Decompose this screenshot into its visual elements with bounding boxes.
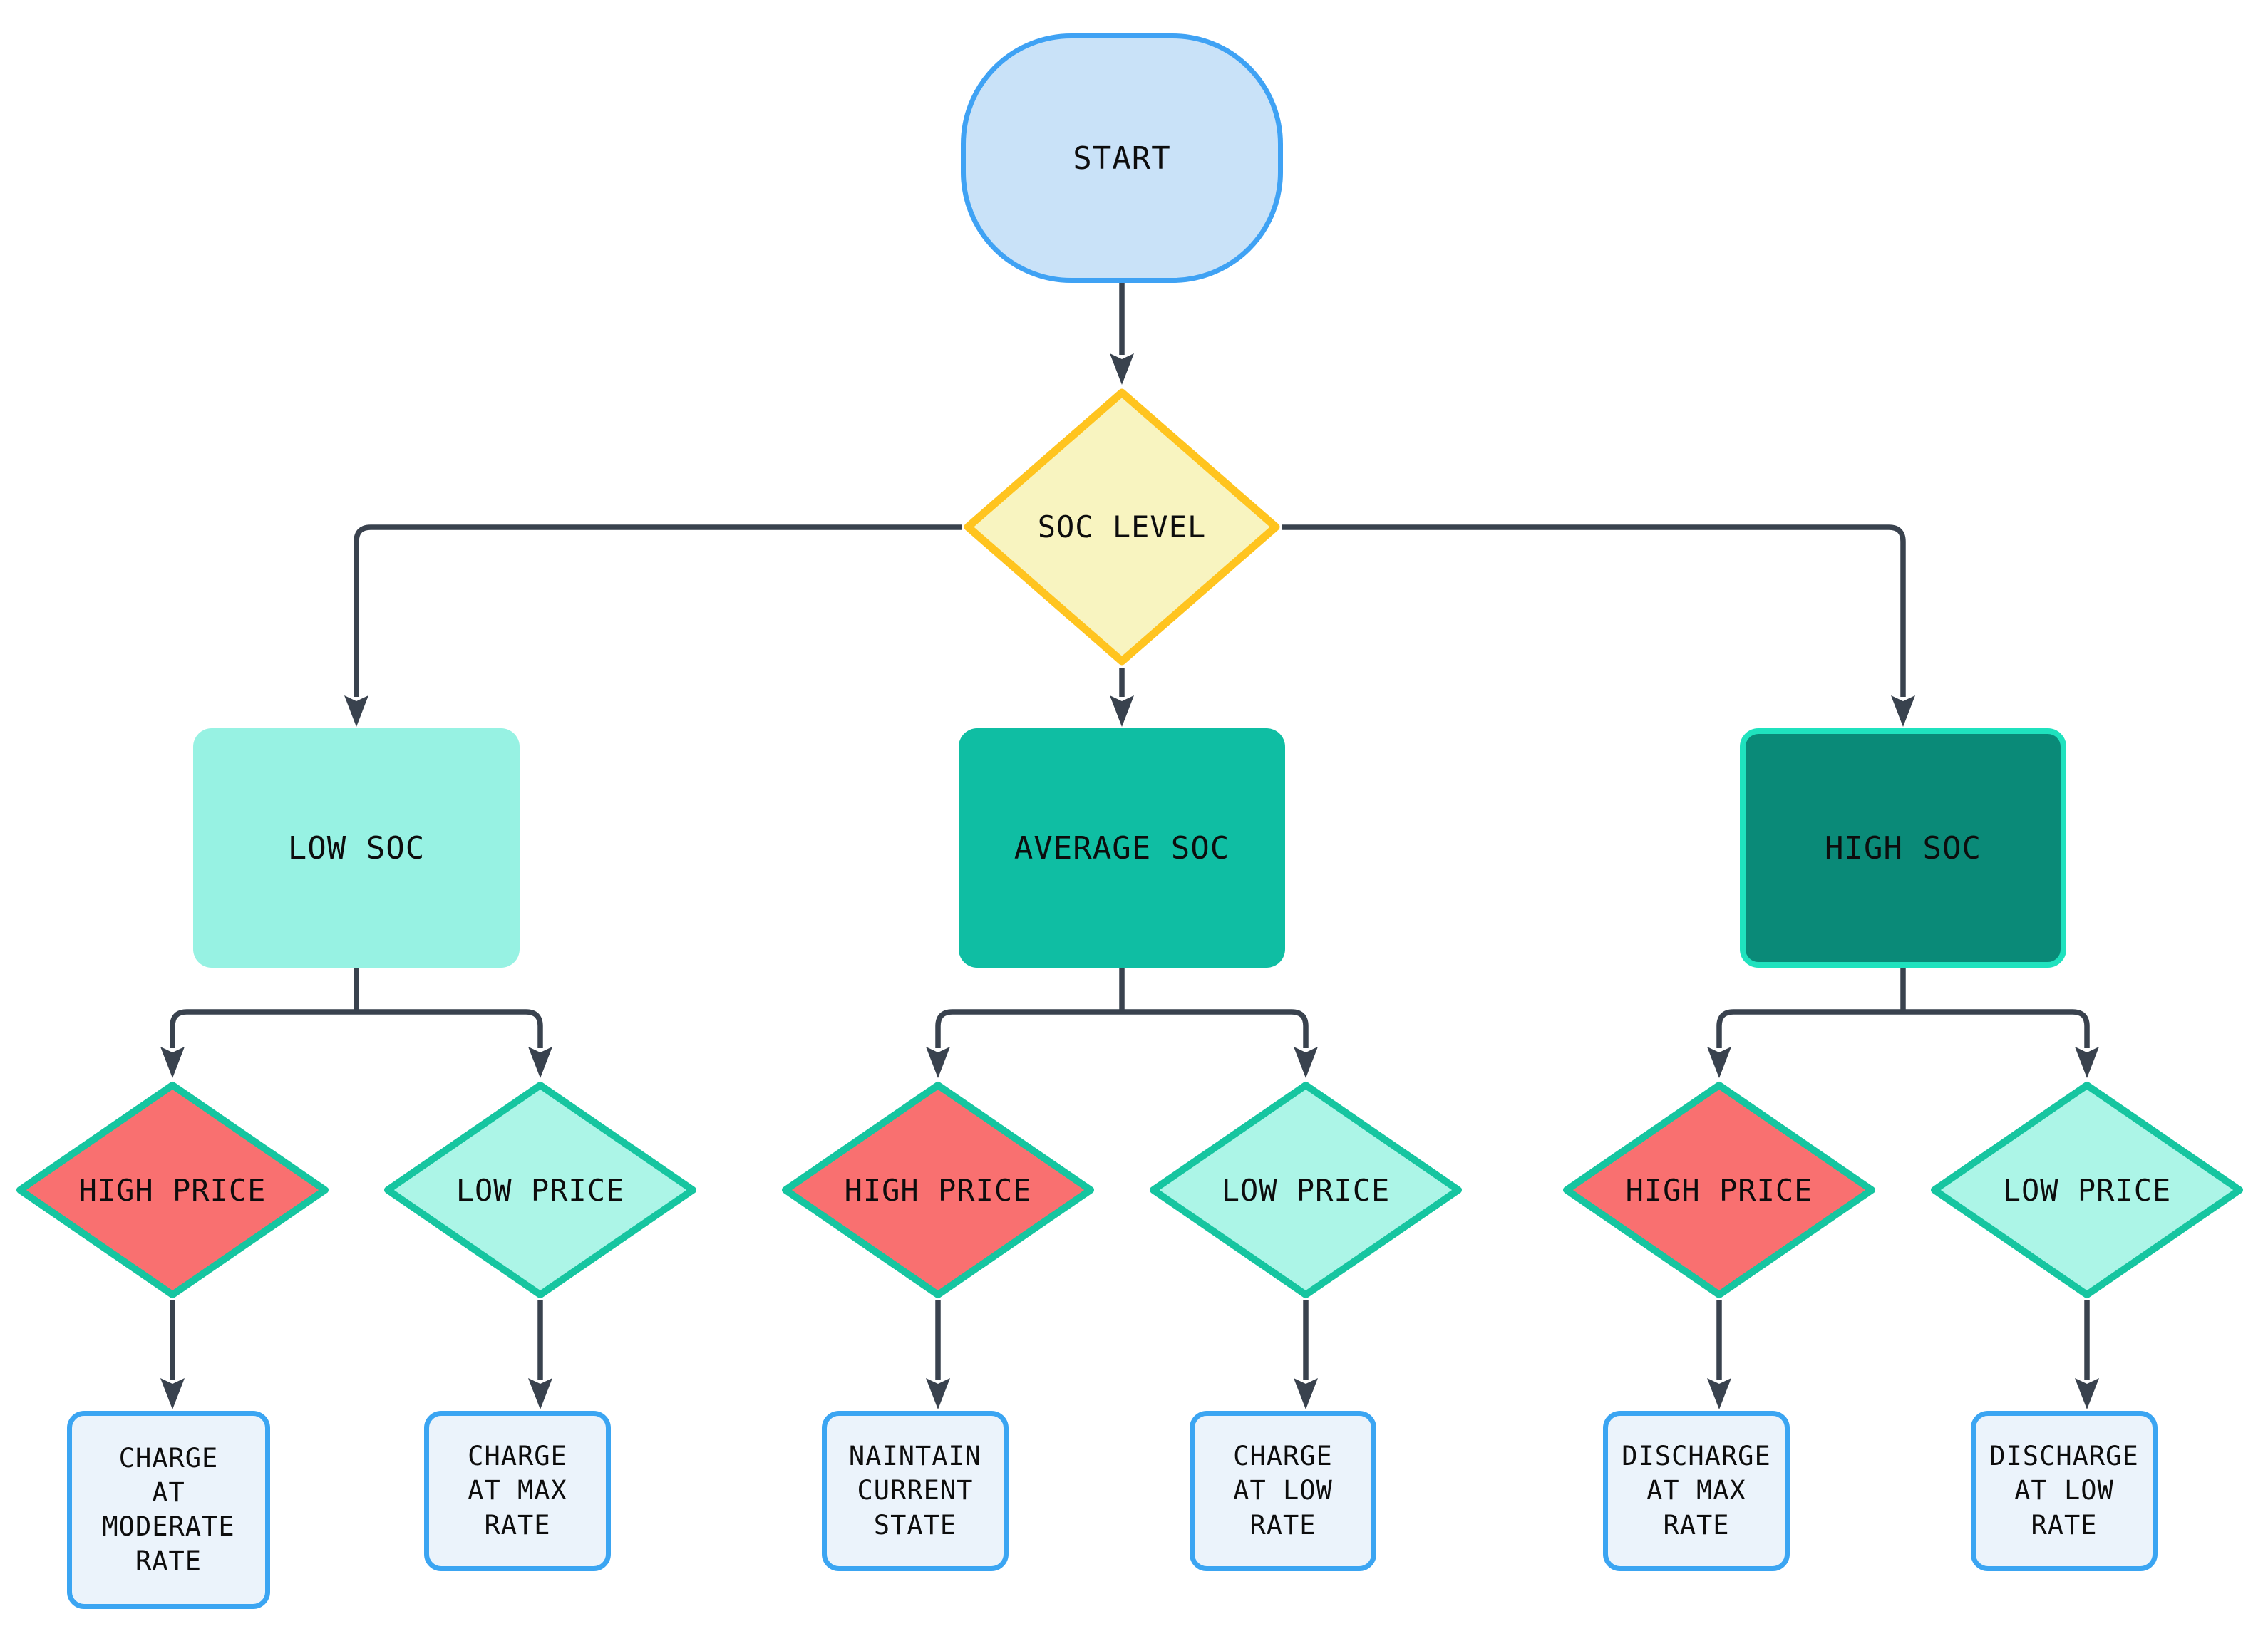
node-start-label: START (1073, 140, 1171, 177)
node-average-soc-label: AVERAGE SOC (1014, 829, 1230, 866)
node-charge-max-rate: CHARGE AT MAX RATE (424, 1411, 611, 1571)
edge-highsoc-lowprice (1903, 1009, 2090, 1048)
node-high-price-low-soc: HIGH PRICE (14, 1080, 331, 1300)
action-label: DISCHARGE AT LOW RATE (1989, 1441, 2139, 1541)
arrowhead (528, 1378, 552, 1409)
diamond-shape (1563, 1082, 1875, 1298)
node-high-soc-label: HIGH SOC (1825, 829, 1981, 866)
action-label: NAINTAIN CURRENT STATE (848, 1441, 982, 1541)
node-low-price-label: LOW PRICE (1221, 1172, 1391, 1208)
node-low-soc-label: LOW SOC (287, 829, 426, 866)
action-label: CHARGE AT MAX RATE (468, 1441, 567, 1541)
arrowhead (1110, 353, 1134, 385)
arrowhead (1891, 695, 1915, 727)
arrowhead (160, 1047, 185, 1078)
node-average-soc: AVERAGE SOC (959, 728, 1285, 968)
edge-highsoc-highprice (1716, 1009, 1903, 1048)
node-low-price-average-soc: LOW PRICE (1148, 1080, 1464, 1300)
node-low-price-label: LOW PRICE (455, 1172, 625, 1208)
node-low-soc: LOW SOC (193, 728, 520, 968)
node-charge-low-rate: CHARGE AT LOW RATE (1190, 1411, 1376, 1571)
diamond-shape (1150, 1082, 1462, 1298)
node-soc-level-decision: SOC LEVEL (962, 386, 1282, 668)
diamond-shape (1931, 1082, 2243, 1298)
node-high-soc: HIGH SOC (1740, 728, 2066, 968)
node-high-price-label: HIGH PRICE (78, 1172, 267, 1208)
arrowhead (160, 1378, 185, 1409)
node-low-price-low-soc: LOW PRICE (382, 1080, 699, 1300)
node-discharge-max-rate: DISCHARGE AT MAX RATE (1603, 1411, 1790, 1571)
arrowhead (1707, 1378, 1731, 1409)
edge-decision-highsoc (1282, 524, 1906, 697)
node-low-price-label: LOW PRICE (2002, 1172, 2172, 1208)
arrowhead (1110, 695, 1134, 727)
node-high-price-label: HIGH PRICE (844, 1172, 1032, 1208)
action-label: CHARGE AT MODERATE RATE (102, 1442, 235, 1577)
edge-lowsoc-highprice (170, 1009, 356, 1048)
diamond-shape (782, 1082, 1094, 1298)
action-label: CHARGE AT LOW RATE (1233, 1441, 1333, 1541)
node-start: START (961, 33, 1283, 283)
arrowhead (1707, 1047, 1731, 1078)
node-discharge-low-rate: DISCHARGE AT LOW RATE (1971, 1411, 2158, 1571)
edge-lowsoc-lowprice (356, 1009, 543, 1048)
diamond-shape (384, 1082, 696, 1298)
edge-avgsoc-highprice (935, 1009, 1122, 1048)
diamond-shape (16, 1082, 329, 1298)
arrowhead (528, 1047, 552, 1078)
node-maintain-current-state: NAINTAIN CURRENT STATE (822, 1411, 1009, 1571)
arrowhead (926, 1378, 950, 1409)
arrowhead (2075, 1378, 2099, 1409)
node-charge-moderate-rate: CHARGE AT MODERATE RATE (67, 1411, 270, 1609)
action-label: DISCHARGE AT MAX RATE (1622, 1441, 1771, 1541)
arrowhead (1294, 1378, 1318, 1409)
node-high-price-average-soc: HIGH PRICE (780, 1080, 1096, 1300)
node-high-price-high-soc: HIGH PRICE (1561, 1080, 1877, 1300)
node-soc-level-label: SOC LEVEL (1037, 509, 1207, 544)
arrowhead (344, 695, 368, 727)
diamond-shape (964, 388, 1280, 666)
arrowhead (926, 1047, 950, 1078)
node-low-price-high-soc: LOW PRICE (1929, 1080, 2245, 1300)
arrowhead (1294, 1047, 1318, 1078)
node-high-price-label: HIGH PRICE (1625, 1172, 1813, 1208)
edge-decision-lowsoc (354, 524, 962, 697)
edge-avgsoc-lowprice (1122, 1009, 1309, 1048)
arrowhead (2075, 1047, 2099, 1078)
